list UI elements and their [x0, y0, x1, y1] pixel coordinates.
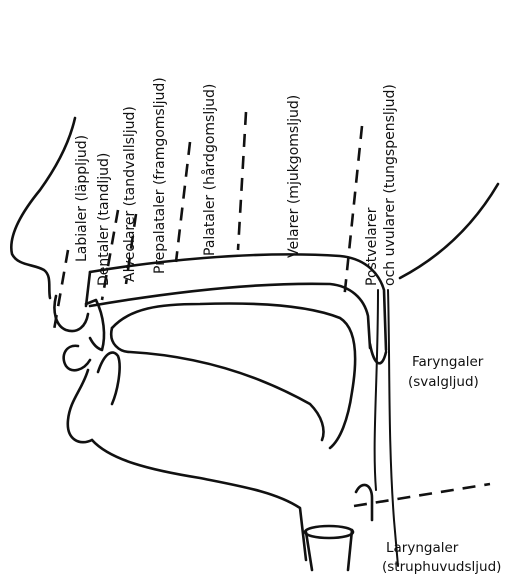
label-faryngaler-line1: Faryngaler — [412, 354, 484, 370]
label-dentaler: Dentaler (tandljud) — [96, 153, 112, 286]
back-of-head-outline — [400, 184, 498, 278]
dash-larynx — [354, 484, 490, 506]
lower-lip-outline — [64, 346, 90, 370]
upper-tooth — [86, 300, 104, 350]
face-profile-outline — [11, 118, 75, 298]
epiglottis — [356, 485, 372, 520]
label-laryngaler-line1: Laryngaler — [386, 540, 459, 556]
dash-prepalatal — [176, 142, 190, 262]
label-alveolarer: Alveolarer (tandvallsljud) — [122, 106, 138, 282]
vocal-folds — [305, 526, 353, 538]
label-velarer: Velarer (mjukgomsljud) — [286, 95, 302, 258]
label-palataler: Palataler (hårdgomsljud) — [201, 84, 218, 256]
label-laryngaler-line2: (struphuvudsljud) — [382, 559, 501, 575]
chin-outline — [68, 370, 92, 442]
dash-palatal — [238, 112, 246, 250]
label-postvelarer-line2: och uvularer (tungspensljud) — [382, 84, 398, 286]
lower-tooth — [98, 353, 120, 404]
label-faryngaler-line2: (svalgljud) — [408, 374, 479, 390]
larynx-cylinder-left — [306, 532, 312, 570]
palate-lower-edge — [90, 284, 370, 348]
dash-velar — [344, 126, 362, 300]
alveolar-ridge — [86, 272, 90, 306]
tongue-underside — [111, 328, 323, 440]
pharynx-wall-inner — [375, 290, 378, 490]
label-postvelarer-line1: Postvelarer — [364, 207, 380, 286]
label-labialer: Labialer (läppljud) — [74, 135, 90, 262]
label-prepalataler: Prepalataler (framgomsljud) — [152, 77, 168, 274]
dash-labial — [54, 250, 68, 330]
pharynx-wall — [388, 290, 398, 566]
tongue-outline — [112, 304, 355, 448]
neck-front-outline — [92, 440, 306, 560]
